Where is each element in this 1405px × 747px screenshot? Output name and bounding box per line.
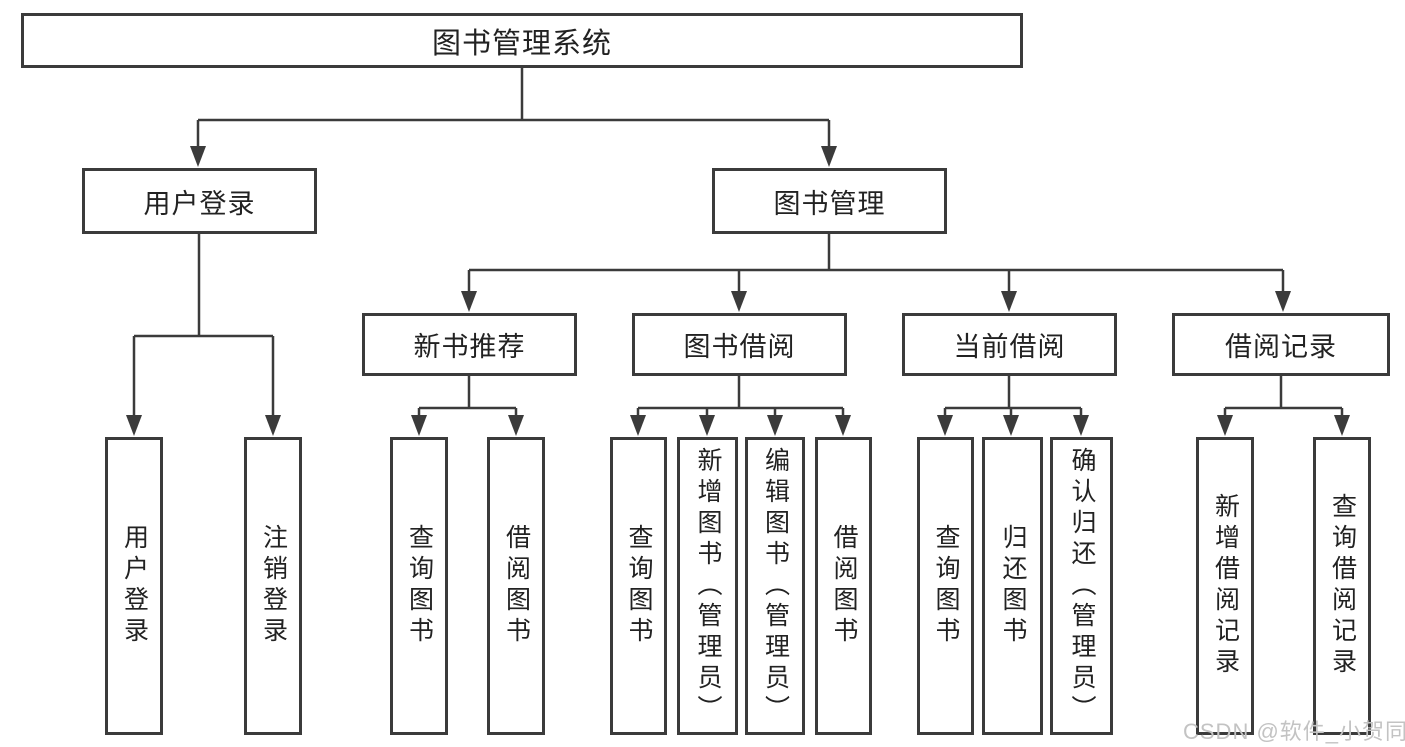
leaf-logout: 注销登录 [244, 437, 302, 735]
csdn-watermark: CSDN @软件_小贺同学 [1183, 719, 1405, 744]
leaf-confirm-return-label: 确认归还（管理员） [1068, 446, 1096, 726]
leaf-query-borrow-record: 查询借阅记录 [1313, 437, 1371, 735]
arrowhead-down-icon [508, 415, 524, 436]
node-new-book-recommend: 新书推荐 [362, 313, 577, 376]
arrowhead-down-icon [630, 415, 646, 436]
node-root: 图书管理系统 [21, 13, 1023, 68]
leaf-user-login-label: 用户登录 [120, 524, 149, 648]
arrowhead-down-icon [411, 415, 427, 436]
arrowhead-down-icon [1003, 415, 1019, 436]
arrowhead-down-icon [1334, 415, 1350, 436]
arrowhead-down-icon [731, 291, 747, 312]
arrowhead-down-icon [1217, 415, 1233, 436]
arrowhead-down-icon [821, 146, 837, 167]
leaf-borrow-book-2: 借阅图书 [815, 437, 872, 735]
leaf-query-book-2-label: 查询图书 [625, 524, 653, 648]
node-book-management: 图书管理 [712, 168, 947, 234]
node-user-login: 用户登录 [82, 168, 317, 234]
arrowhead-down-icon [190, 146, 206, 167]
leaf-user-login: 用户登录 [105, 437, 163, 735]
node-current-borrow: 当前借阅 [902, 313, 1117, 376]
arrowhead-down-icon [1275, 291, 1291, 312]
leaf-logout-label: 注销登录 [259, 524, 288, 648]
leaf-add-borrow-record: 新增借阅记录 [1196, 437, 1254, 735]
arrowhead-down-icon [835, 415, 851, 436]
arrowhead-down-icon [767, 415, 783, 436]
arrowhead-down-icon [126, 415, 142, 436]
leaf-query-book-3: 查询图书 [917, 437, 974, 735]
arrowhead-down-icon [1001, 291, 1017, 312]
leaf-query-book-3-label: 查询图书 [932, 524, 960, 648]
leaf-query-book-2: 查询图书 [610, 437, 667, 735]
arrowhead-down-icon [1073, 415, 1089, 436]
leaf-borrow-book-1-label: 借阅图书 [502, 524, 531, 648]
leaf-query-book-1-label: 查询图书 [405, 524, 434, 648]
leaf-query-book-1: 查询图书 [390, 437, 448, 735]
arrowhead-down-icon [265, 415, 281, 436]
node-book-borrow: 图书借阅 [632, 313, 847, 376]
arrowhead-down-icon [461, 291, 477, 312]
arrowhead-down-icon [699, 415, 715, 436]
leaf-query-borrow-record-label: 查询借阅记录 [1328, 493, 1357, 679]
leaf-add-book: 新增图书（管理员） [677, 437, 738, 735]
leaf-add-book-label: 新增图书（管理员） [694, 446, 722, 726]
leaf-borrow-book-1: 借阅图书 [487, 437, 545, 735]
leaf-edit-book: 编辑图书（管理员） [745, 437, 805, 735]
leaf-confirm-return: 确认归还（管理员） [1050, 437, 1113, 735]
leaf-borrow-book-2-label: 借阅图书 [830, 524, 858, 648]
leaf-return-book: 归还图书 [982, 437, 1043, 735]
node-borrow-record: 借阅记录 [1172, 313, 1390, 376]
arrowhead-down-icon [937, 415, 953, 436]
leaf-return-book-label: 归还图书 [999, 524, 1027, 648]
leaf-edit-book-label: 编辑图书（管理员） [761, 446, 790, 726]
leaf-add-borrow-record-label: 新增借阅记录 [1211, 493, 1240, 679]
